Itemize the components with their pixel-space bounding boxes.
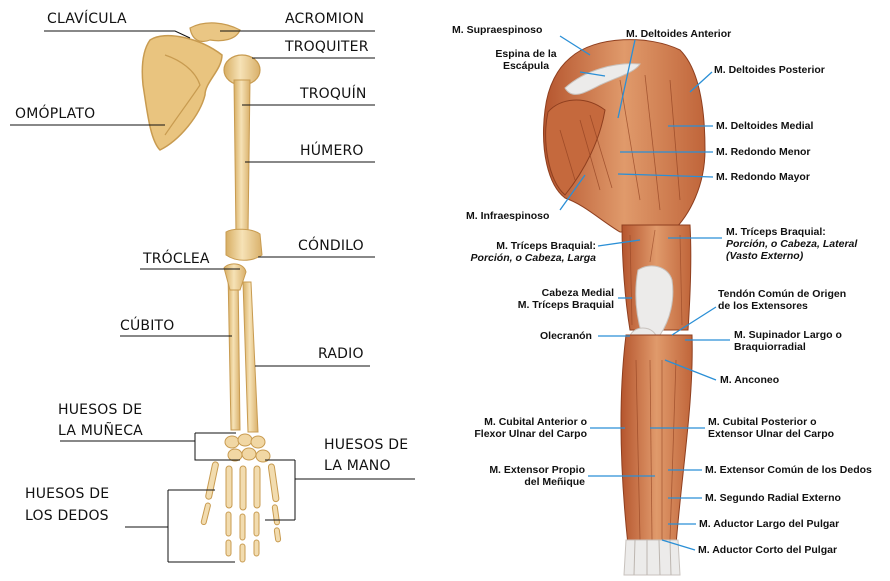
label-menique-2: del Meñique (470, 476, 585, 488)
label-supinador-2: Braquiorradial (734, 341, 842, 353)
humerus-shaft (234, 80, 250, 235)
label-menique-1: M. Extensor Propio (470, 464, 585, 476)
label-humero: HÚMERO (300, 143, 364, 159)
label-triceps-larga-2: Porción, o Cabeza, Larga (430, 252, 596, 264)
label-tendon-comun: Tendón Común de Origen de los Extensores (718, 288, 846, 312)
label-cabeza-medial: Cabeza Medial M. Tríceps Braquial (480, 287, 614, 311)
label-cubital-anterior: M. Cubital Anterior o Flexor Ulnar del C… (430, 416, 587, 440)
label-segundo-radial: M. Segundo Radial Externo (705, 492, 841, 504)
wrist-tendons (624, 540, 680, 575)
label-deltoides-medial: M. Deltoides Medial (716, 120, 813, 132)
label-munieca-2: LA MUÑECA (58, 423, 143, 439)
label-dedos-1: HUESOS DE (25, 486, 109, 502)
label-triceps-larga: M. Tríceps Braquial: Porción, o Cabeza, … (430, 240, 596, 264)
label-cubital-anterior-1: M. Cubital Anterior o (430, 416, 587, 428)
label-infraespinoso: M. Infraespinoso (466, 210, 549, 222)
label-troquin: TROQUÍN (300, 86, 367, 102)
label-radio: RADIO (318, 346, 364, 362)
label-supinador-1: M. Supinador Largo o (734, 329, 842, 341)
label-mano-2: LA MANO (324, 458, 391, 474)
clavicle-shape (190, 23, 240, 42)
hand-bones (201, 461, 281, 562)
label-deltoides-posterior: M. Deltoides Posterior (714, 64, 825, 76)
label-cubital-posterior-2: Extensor Ulnar del Carpo (708, 428, 834, 440)
label-cubital-posterior-1: M. Cubital Posterior o (708, 416, 834, 428)
label-cabeza-medial-1: Cabeza Medial (480, 287, 614, 299)
label-aductor-corto: M. Aductor Corto del Pulgar (698, 544, 837, 556)
label-triceps-lateral-2: Porción, o Cabeza, Lateral (726, 238, 857, 250)
label-tendon-2: de los Extensores (718, 300, 846, 312)
label-espina-escapula: Espina de la Escápula (480, 48, 572, 72)
ulna-shape (228, 272, 240, 430)
label-supinador: M. Supinador Largo o Braquiorradial (734, 329, 842, 353)
label-troquiter: TROQUITER (285, 39, 369, 55)
label-condilo: CÓNDILO (298, 238, 364, 254)
skeleton-arm (142, 23, 281, 562)
label-troclea: TRÓCLEA (143, 251, 210, 267)
label-mano-1: HUESOS DE (324, 437, 408, 453)
label-clavicula: CLAVÍCULA (47, 11, 127, 27)
label-anconeo: M. Anconeo (720, 374, 779, 386)
label-aductor-largo: M. Aductor Largo del Pulgar (699, 518, 839, 530)
label-redondo-mayor: M. Redondo Mayor (716, 171, 810, 183)
label-supraespinoso: M. Supraespinoso (452, 24, 542, 36)
label-cubital-posterior: M. Cubital Posterior o Extensor Ulnar de… (708, 416, 834, 440)
label-triceps-lateral-1: M. Tríceps Braquial: (726, 226, 857, 238)
label-munieca-1: HUESOS DE (58, 402, 142, 418)
label-olecranon: Olecranón (540, 330, 592, 342)
label-tendon-1: Tendón Común de Origen (718, 288, 846, 300)
label-triceps-larga-1: M. Tríceps Braquial: (430, 240, 596, 252)
label-espina-1: Espina de la (480, 48, 572, 60)
carpal-bones (225, 434, 270, 462)
label-cubito: CÚBITO (120, 318, 175, 334)
scapula-shape (142, 36, 222, 150)
label-espina-2: Escápula (480, 60, 572, 72)
label-extensor-menique: M. Extensor Propio del Meñique (470, 464, 585, 488)
label-triceps-lateral-3: (Vasto Externo) (726, 250, 857, 262)
label-deltoides-anterior: M. Deltoides Anterior (626, 28, 731, 40)
label-acromion: ACROMION (285, 11, 364, 27)
label-cubital-anterior-2: Flexor Ulnar del Carpo (430, 428, 587, 440)
label-extensor-comun: M. Extensor Común de los Dedos (705, 464, 872, 476)
radius-shape (243, 282, 258, 432)
label-redondo-menor: M. Redondo Menor (716, 146, 811, 158)
label-cabeza-medial-2: M. Tríceps Braquial (480, 299, 614, 311)
label-omoplato: OMÓPLATO (15, 106, 95, 122)
label-dedos-2: LOS DEDOS (25, 508, 109, 524)
label-triceps-lateral: M. Tríceps Braquial: Porción, o Cabeza, … (726, 226, 857, 262)
